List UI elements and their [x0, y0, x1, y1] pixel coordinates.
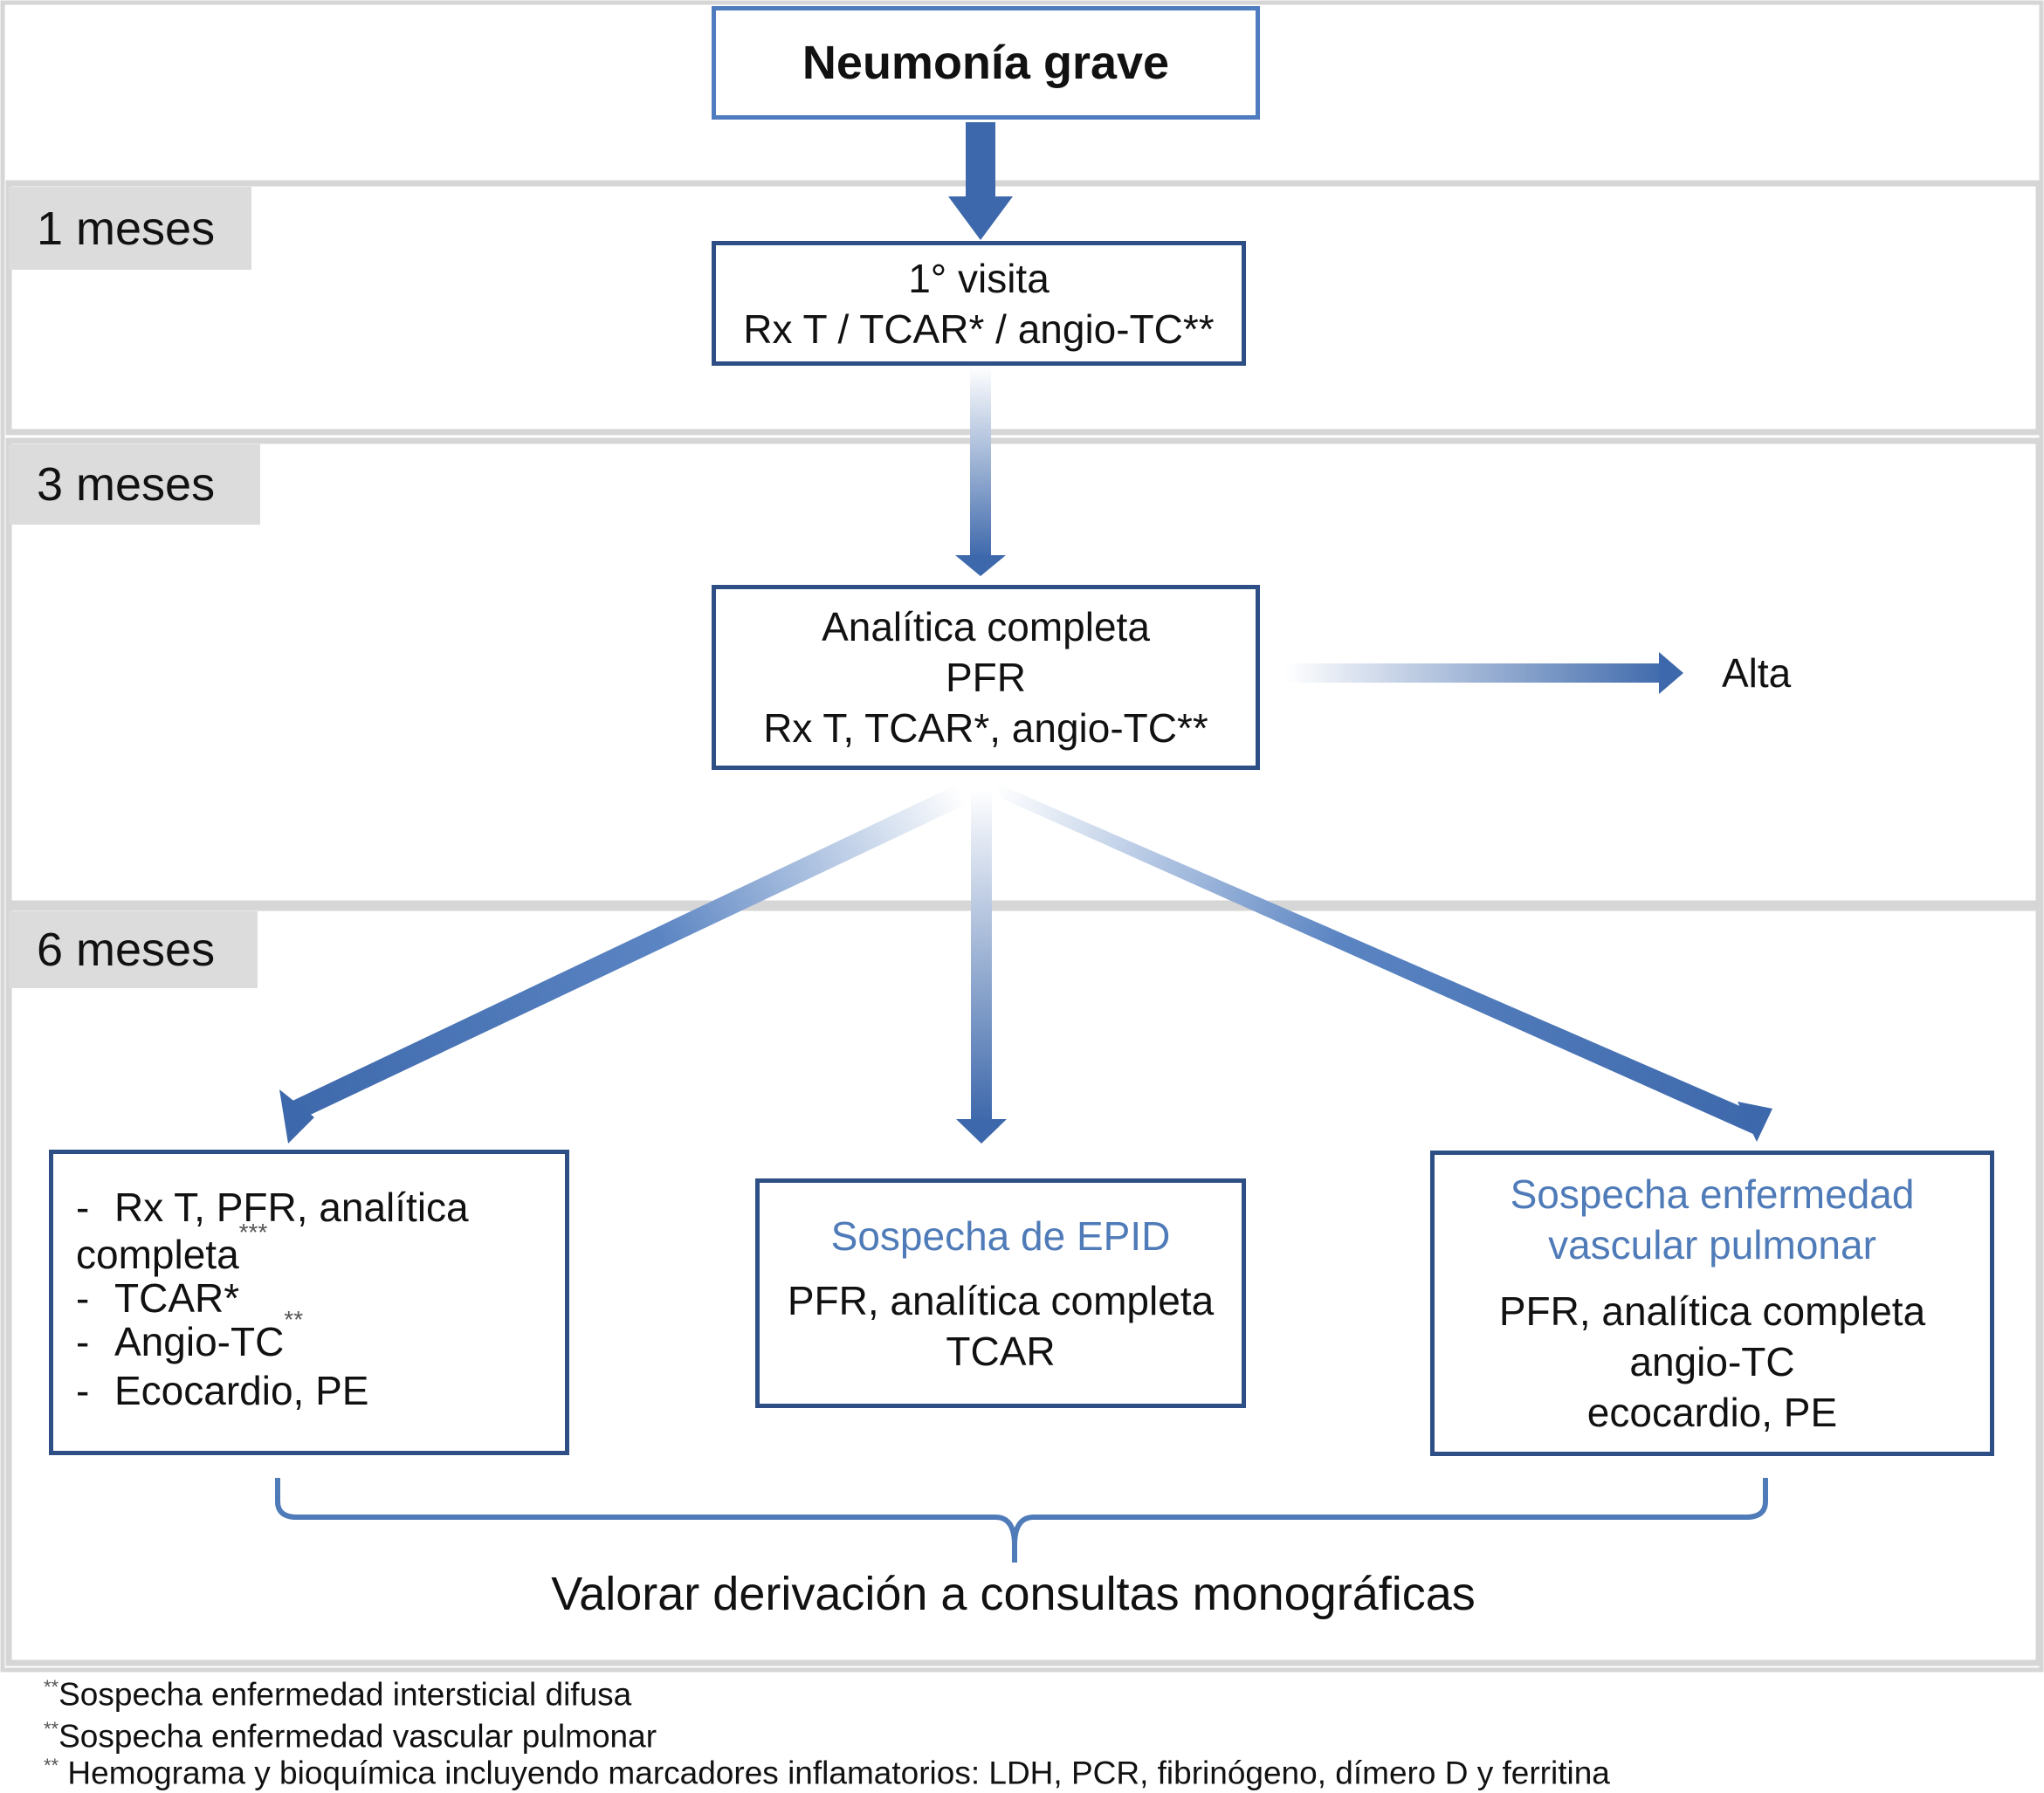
- footnote-mark: **: [44, 1718, 59, 1740]
- title-box: Neumonía grave: [712, 6, 1260, 120]
- left-item-4-text: Angio-TC: [114, 1319, 285, 1364]
- band-1-month: [5, 180, 2042, 436]
- title-text: Neumonía grave: [802, 37, 1170, 89]
- left-item-1: -Rx T, PFR, analítica: [76, 1185, 469, 1229]
- footnote-mark: **: [44, 1676, 59, 1698]
- arrow-title-to-first-visit: [948, 122, 1013, 240]
- footnote-mark: **: [284, 1306, 304, 1333]
- right-line-2: angio-TC: [1629, 1339, 1795, 1384]
- left-item-1-dash: -: [76, 1185, 90, 1230]
- period-label-3-months: 3 meses: [9, 444, 260, 525]
- period-label-text: 6 meses: [37, 924, 216, 976]
- left-item-3-text: TCAR*: [114, 1275, 240, 1321]
- center-line-2: TCAR: [946, 1328, 1056, 1374]
- bracket: [275, 1478, 1768, 1563]
- bottom-label: Valorar derivación a consultas monográfi…: [551, 1568, 1476, 1620]
- footnote-1: **Sospecha enfermedad intersticial difus…: [44, 1676, 631, 1713]
- left-item-5-text: Ecocardio, PE: [114, 1368, 369, 1413]
- band-6-months: [5, 904, 2042, 1666]
- footnote-mark: **: [44, 1755, 59, 1776]
- arrow-to-alta: [1285, 652, 1683, 694]
- analitica-line-2: PFR: [946, 655, 1026, 700]
- left-item-2: completa***: [76, 1219, 268, 1277]
- arrow-to-center-box: [956, 790, 1007, 1144]
- footnote-text: Sospecha enfermedad vascular pulmonar: [58, 1718, 657, 1755]
- right-line-3: ecocardio, PE: [1586, 1390, 1838, 1435]
- left-item-4-dash: -: [76, 1319, 90, 1364]
- footnote-text: Hemograma y bioquímica incluyendo marcad…: [58, 1755, 1610, 1791]
- period-label-1-month: 1 meses: [9, 187, 251, 270]
- analitica-line-3: Rx T, TCAR*, angio-TC**: [763, 705, 1208, 751]
- period-label-text: 1 meses: [37, 202, 216, 255]
- left-item-4: -Angio-TC**: [76, 1306, 304, 1364]
- left-item-2-text: completa: [76, 1232, 239, 1277]
- arrow-to-right-box: [992, 781, 1772, 1142]
- right-box: Sospecha enfermedad vascular pulmonar PF…: [1430, 1151, 1994, 1456]
- band-3-months: [5, 437, 2042, 907]
- first-visit-line-1: 1° visita: [908, 255, 1050, 301]
- arrow-first-visit-to-analitica: [955, 367, 1006, 576]
- period-label-text: 3 meses: [37, 458, 216, 511]
- right-heading-1: Sospecha enfermedad: [1510, 1171, 1915, 1217]
- left-box: -Rx T, PFR, analítica completa*** -TCAR*…: [49, 1150, 569, 1455]
- first-visit-line-2: Rx T / TCAR* / angio-TC**: [743, 306, 1215, 352]
- footnote-2: **Sospecha enfermedad vascular pulmonar: [44, 1718, 657, 1755]
- first-visit-box: 1° visita Rx T / TCAR* / angio-TC**: [712, 241, 1246, 366]
- center-line-1: PFR, analítica completa: [787, 1277, 1215, 1323]
- alta-label: Alta: [1722, 650, 1792, 696]
- right-line-1: PFR, analítica completa: [1498, 1288, 1926, 1334]
- arrow-to-left-box: [279, 781, 978, 1144]
- footnote-3: ** Hemograma y bioquímica incluyendo mar…: [44, 1755, 1610, 1791]
- left-item-5-dash: -: [76, 1368, 90, 1413]
- right-heading-2: vascular pulmonar: [1548, 1222, 1876, 1267]
- footnote-text: Sospecha enfermedad intersticial difusa: [58, 1676, 632, 1713]
- left-item-1-text: Rx T, PFR, analítica: [114, 1185, 469, 1230]
- left-item-3-dash: -: [76, 1275, 90, 1321]
- analitica-box: Analítica completa PFR Rx T, TCAR*, angi…: [712, 585, 1260, 770]
- footnote-mark: ***: [238, 1219, 268, 1246]
- left-item-5: -Ecocardio, PE: [76, 1369, 368, 1412]
- center-box: Sospecha de EPID PFR, analítica completa…: [755, 1178, 1246, 1408]
- center-heading: Sospecha de EPID: [830, 1213, 1171, 1259]
- period-label-6-months: 6 meses: [9, 911, 258, 988]
- analitica-line-1: Analítica completa: [822, 604, 1150, 649]
- left-item-3: -TCAR*: [76, 1276, 239, 1320]
